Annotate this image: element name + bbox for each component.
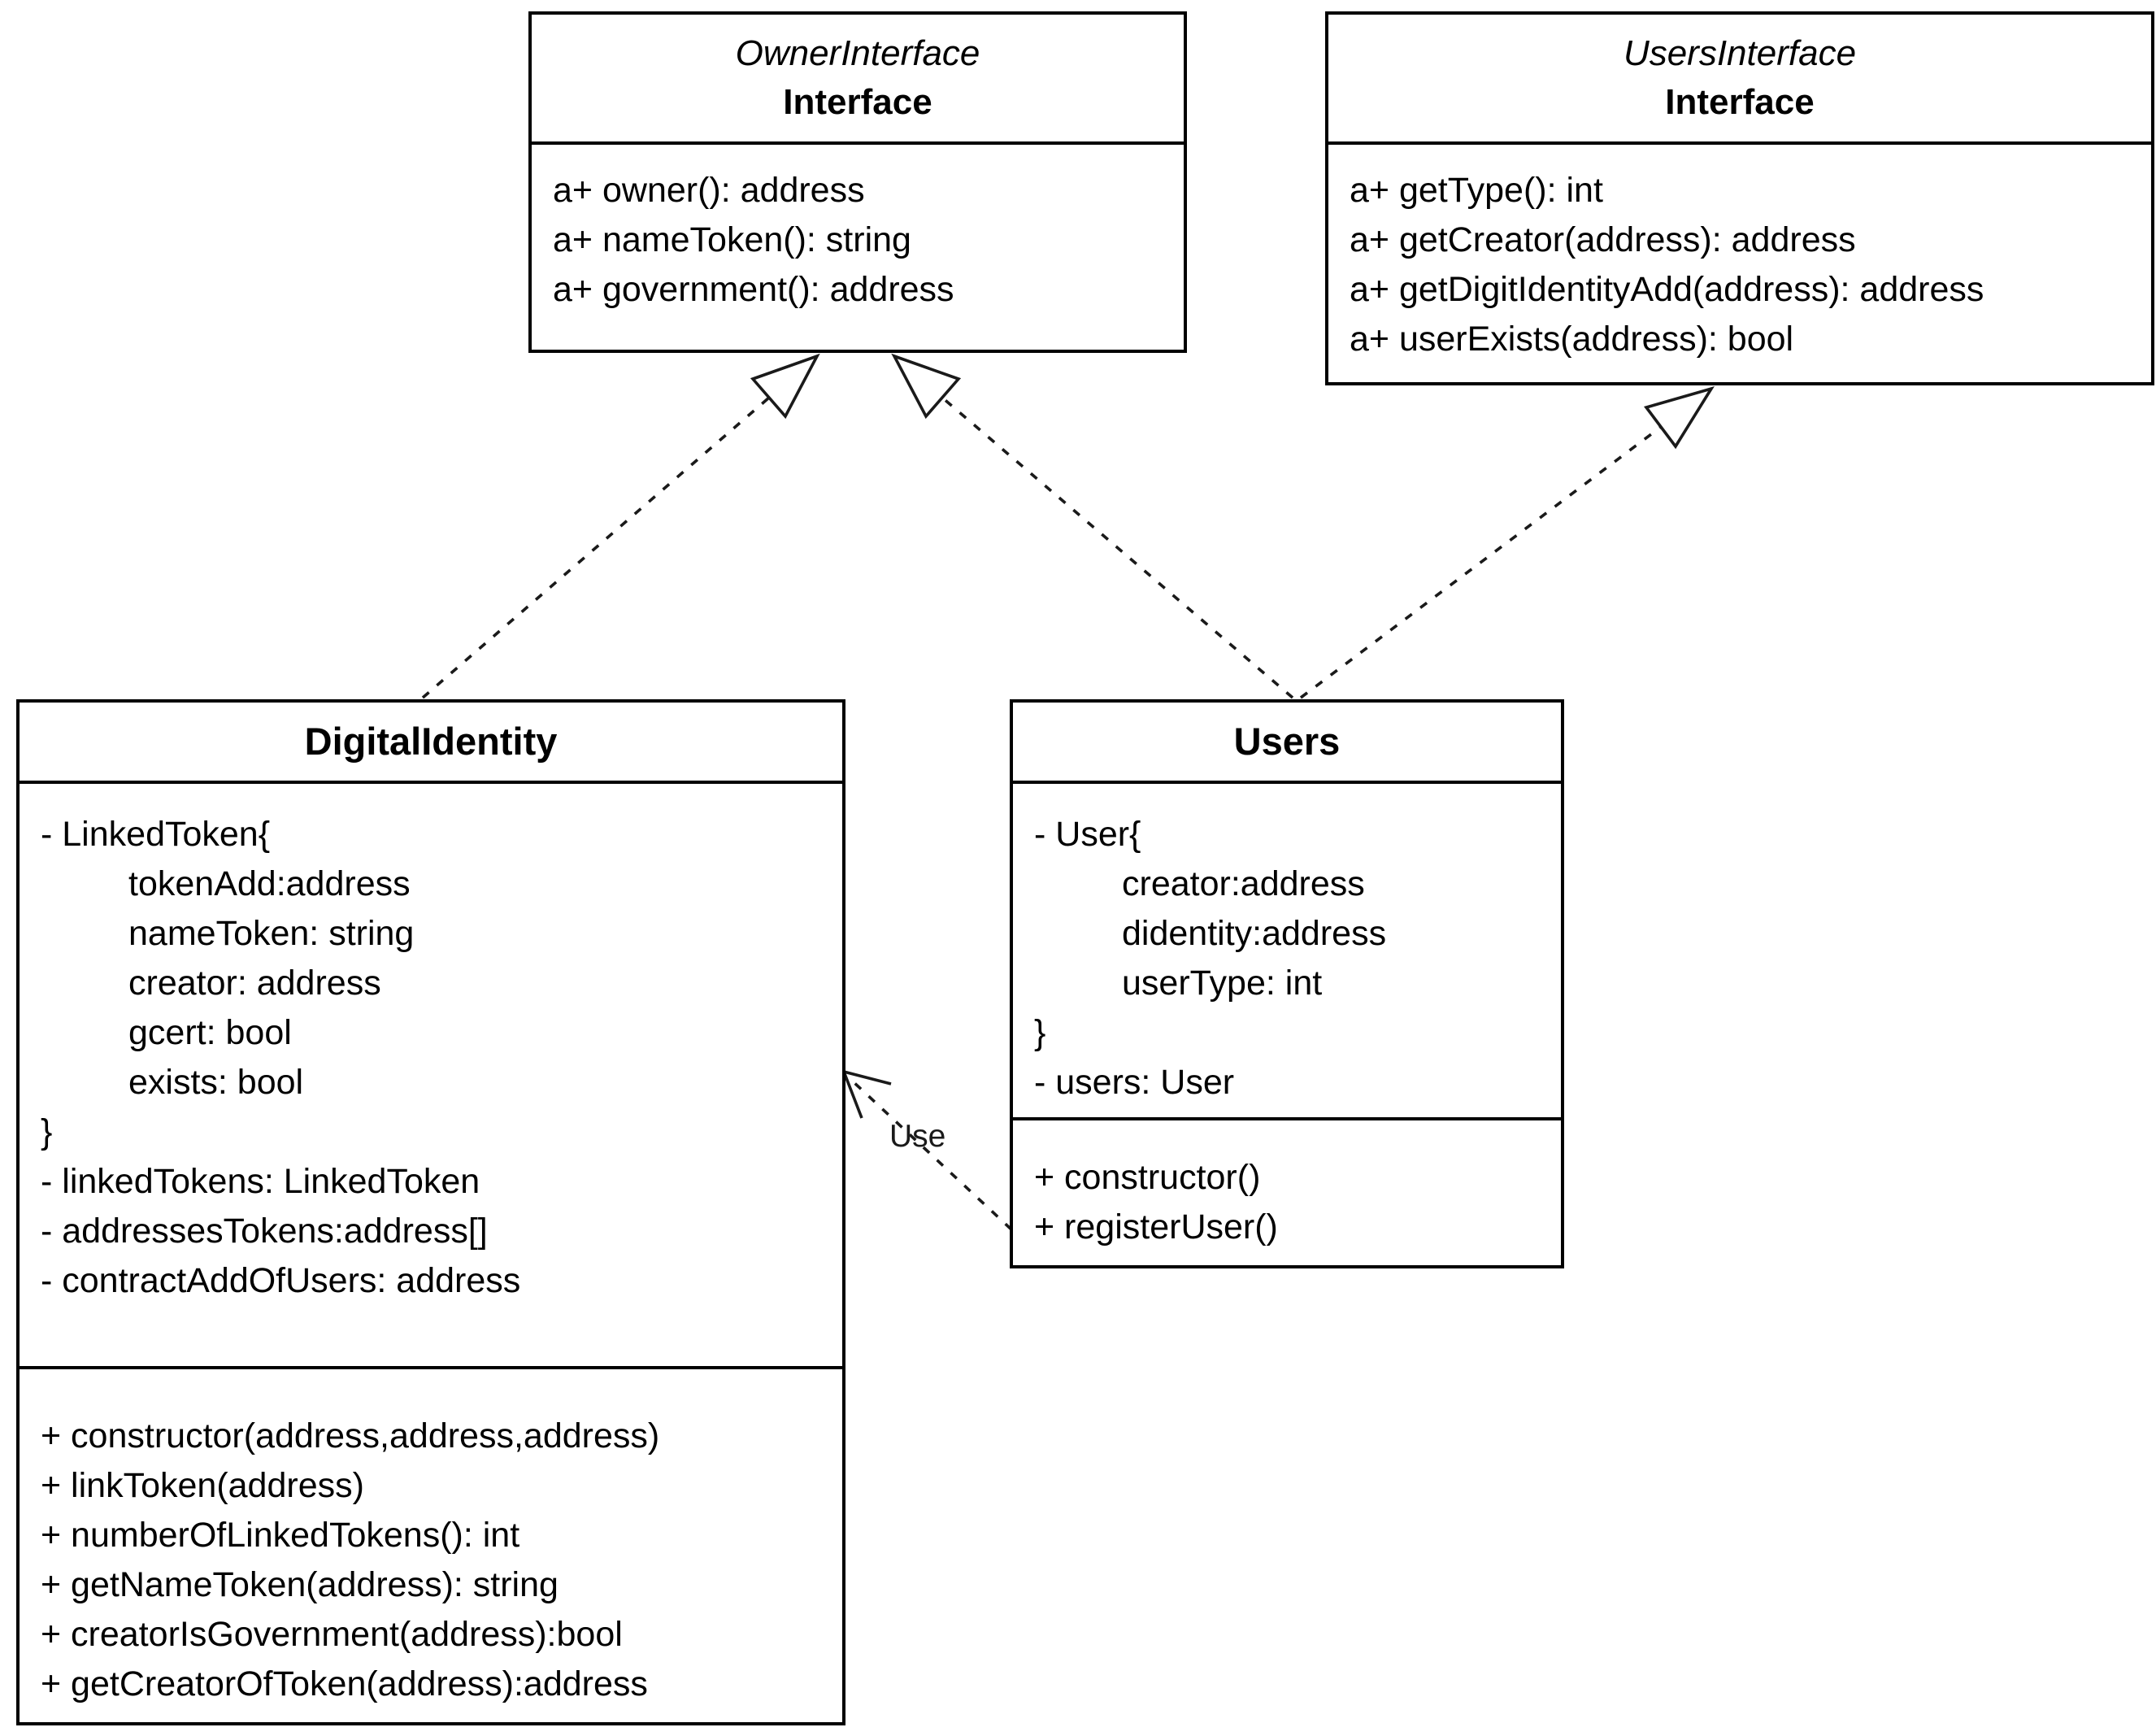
member-line: + getNameToken(address): string: [41, 1565, 559, 1604]
member-line: creator:address: [1122, 864, 1365, 903]
member-line: - addressesTokens:address[]: [41, 1212, 488, 1251]
member-line: a+ government(): address: [553, 270, 954, 309]
methods-section: a+ getType(): int a+ getCreator(address):…: [1328, 141, 2151, 382]
member-line: + getCreatorOfToken(address):address: [41, 1664, 648, 1703]
member-line: - users: User: [1034, 1063, 1235, 1102]
member-line: }: [41, 1112, 53, 1151]
class-name: Users: [1233, 720, 1341, 763]
realization-arrowhead-users-ownerinterface: [891, 353, 962, 420]
member-line: nameToken: string: [128, 914, 415, 953]
methods-section: + constructor(address,address,address) + …: [20, 1366, 842, 1722]
class-header: Users: [1013, 703, 1561, 781]
member-line: + creatorIsGovernment(address):bool: [41, 1615, 623, 1654]
class-header: UsersInterface Interface: [1328, 15, 2151, 141]
attributes-section: - LinkedToken{ tokenAdd:address nameToken:…: [20, 781, 842, 1366]
member-line: tokenAdd:address: [128, 864, 411, 903]
member-line: gcert: bool: [128, 1013, 292, 1052]
member-line: - contractAddOfUsers: address: [41, 1261, 521, 1300]
attributes-section: - User{ creator:address didentity:address u…: [1013, 781, 1561, 1117]
member-line: creator: address: [128, 964, 381, 1003]
member-line: + linkToken(address): [41, 1466, 364, 1505]
member-line: - linkedTokens: LinkedToken: [41, 1162, 480, 1201]
member-line: a+ userExists(address): bool: [1350, 320, 1794, 359]
class-box-ownerinterface: OwnerInterface Interface a+ owner(): add…: [528, 11, 1187, 353]
class-stereotype: Interface: [1665, 82, 1815, 122]
member-line: - User{: [1034, 815, 1141, 854]
member-line: }: [1034, 1013, 1046, 1052]
methods-section: + constructor() + registerUser(): [1013, 1117, 1561, 1265]
class-box-usersinterface: UsersInterface Interface a+ getType(): i…: [1325, 11, 2154, 385]
realization-line-users-usersinterface: [1299, 425, 1663, 699]
realization-arrowhead-digitalidentity-ownerinterface: [750, 353, 820, 420]
member-line: + constructor(): [1034, 1158, 1261, 1197]
class-name: OwnerInterface: [735, 33, 980, 73]
member-line: userType: int: [1122, 964, 1323, 1003]
member-line: a+ owner(): address: [553, 171, 865, 210]
member-line: a+ getCreator(address): address: [1350, 220, 1856, 259]
realization-arrowhead-users-usersinterface: [1643, 385, 1715, 450]
methods-section: a+ owner(): address a+ nameToken(): strin…: [532, 141, 1184, 350]
class-box-digitalidentity: DigitalIdentity - LinkedToken{ tokenAdd:a…: [16, 699, 845, 1725]
class-header: OwnerInterface Interface: [532, 15, 1184, 141]
member-line: a+ nameToken(): string: [553, 220, 911, 259]
dependency-line-use: [850, 1079, 1013, 1231]
realization-line-users-ownerinterface: [941, 396, 1294, 699]
class-name: DigitalIdentity: [304, 720, 558, 763]
member-line: a+ getDigitIdentityAdd(address): address: [1350, 270, 1984, 309]
realization-line-digitalidentity-ownerinterface: [421, 396, 771, 699]
class-box-users: Users - User{ creator:address didentity:ad…: [1010, 699, 1564, 1268]
member-line: exists: bool: [128, 1063, 304, 1102]
class-header: DigitalIdentity: [20, 703, 842, 781]
member-line: + numberOfLinkedTokens(): int: [41, 1516, 520, 1555]
member-line: + registerUser(): [1034, 1207, 1278, 1247]
member-line: - LinkedToken{: [41, 815, 271, 854]
member-line: didentity:address: [1122, 914, 1387, 953]
dependency-label-use: Use: [889, 1119, 946, 1154]
class-name: UsersInterface: [1623, 33, 1857, 73]
class-stereotype: Interface: [783, 82, 932, 122]
member-line: + constructor(address,address,address): [41, 1416, 660, 1455]
member-line: a+ getType(): int: [1350, 171, 1603, 210]
dependency-arrowhead-use: [841, 1069, 892, 1119]
